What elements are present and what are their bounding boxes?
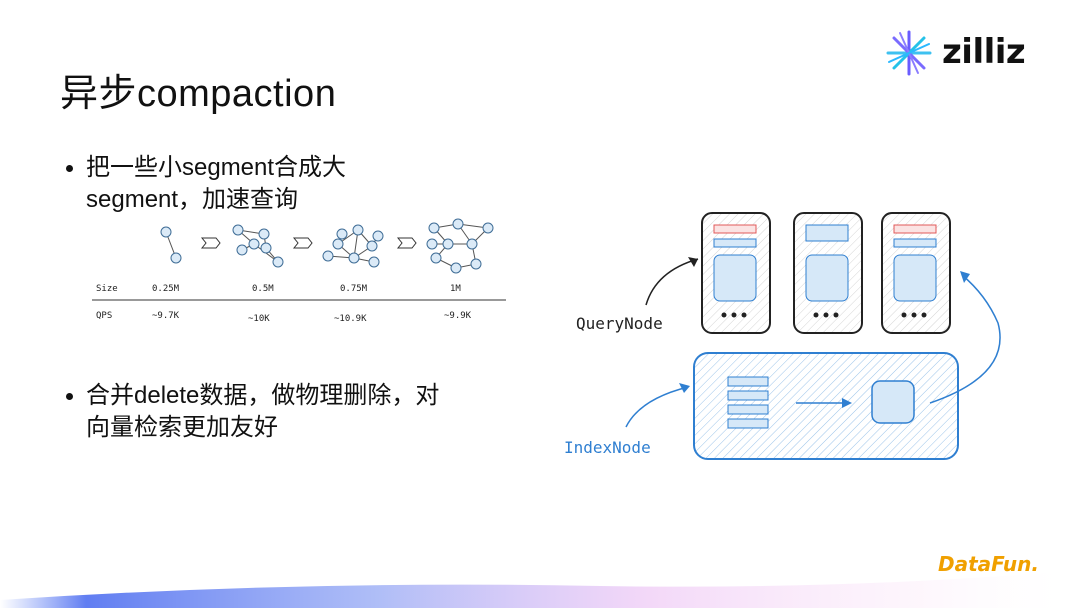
size-value: 0.25M	[152, 284, 180, 294]
bullet-dot	[66, 165, 73, 172]
size-value: 1M	[450, 284, 461, 294]
graph-small	[160, 226, 182, 264]
bullet-item: 把一些小segment合成大 segment，加速查询	[66, 152, 506, 216]
qps-value: ~9.7K	[152, 311, 180, 321]
index-node-box	[693, 352, 959, 460]
footer-gradient-band	[0, 570, 1080, 608]
bullet-line: 合并delete数据，做物理删除，对	[86, 382, 440, 409]
qps-value: ~10K	[248, 314, 270, 324]
zilliz-logo: zilliz	[884, 28, 1026, 78]
graph-medium	[232, 224, 284, 268]
size-value: 0.75M	[340, 284, 368, 294]
query-node-card	[881, 212, 951, 334]
page-title: 异步compaction	[60, 73, 337, 115]
querynode-arrow	[645, 258, 699, 306]
qps-value: ~9.9K	[444, 311, 472, 321]
indexnode-arrow	[625, 386, 689, 428]
datafun-logo: DataFun.	[938, 552, 1039, 576]
bullet-line: segment，加速查询	[86, 186, 299, 213]
bullet-line: 把一些小segment合成大	[86, 154, 347, 181]
query-node-card	[701, 212, 771, 334]
indexnode-label: IndexNode	[564, 438, 651, 457]
query-index-node-diagram: QueryNode IndexNode	[564, 212, 1001, 460]
query-node-card	[793, 212, 863, 334]
graph-xlarge	[426, 218, 494, 274]
bullet-item: 合并delete数据，做物理删除，对 向量检索更加友好	[66, 380, 506, 444]
bullet-dot	[66, 393, 73, 400]
logo-text: zilliz	[942, 32, 1026, 72]
querynode-label: QueryNode	[576, 314, 663, 333]
row-label-qps: QPS	[96, 311, 112, 321]
bullet-line: 向量检索更加友好	[86, 414, 278, 441]
segment-load-arrow	[929, 274, 1001, 404]
zilliz-star-icon	[886, 30, 932, 76]
compaction-performance-sketch: Size QPS 0.25M 0.5M 0.75M 1M ~9.7K ~10K …	[92, 218, 506, 324]
row-label-size: Size	[96, 284, 118, 294]
qps-value: ~10.9K	[334, 314, 367, 324]
graph-large	[322, 224, 384, 268]
size-value: 0.5M	[252, 284, 274, 294]
